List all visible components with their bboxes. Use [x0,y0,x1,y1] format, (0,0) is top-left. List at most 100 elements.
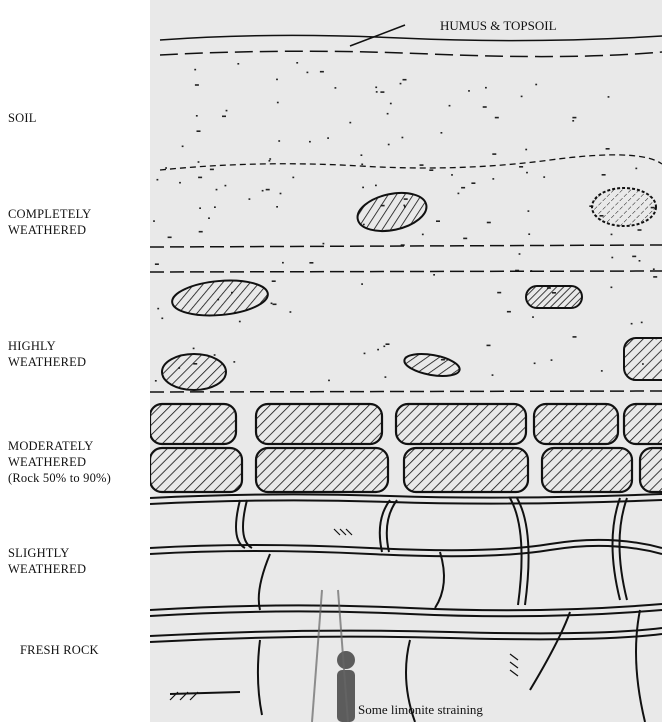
stipple-dot [468,90,470,92]
stipple-dot [269,158,271,160]
stipple-dot [307,72,309,74]
stipple-dot [420,164,424,166]
zone-labels-column: SOIL COMPLETELY WEATHERED HIGHLY WEATHER… [0,0,150,722]
stipple-dot [157,308,159,310]
stipple-dot [237,63,239,65]
stipple-dot [208,217,210,219]
zone-label-highly-weathered: HIGHLY WEATHERED [8,338,153,370]
stipple-dot [239,321,241,323]
rock-block [256,448,388,492]
stipple-dot [492,178,494,180]
stipple-dot [436,220,440,222]
stipple-dot [349,122,351,124]
zone-label-soil: SOIL [8,110,153,126]
zone-label-completely-weathered: COMPLETELY WEATHERED [8,206,153,238]
stipple-dot [638,229,642,231]
rock-block [396,404,526,444]
stipple-dot [402,137,404,139]
stipple-dot [400,83,402,85]
stipple-dot [451,174,453,176]
stipple-dot [199,207,201,209]
stipple-dot [495,117,499,119]
stipple-dot [463,238,467,240]
stipple-dot [380,91,384,93]
stipple-dot [532,316,534,318]
stipple-dot [361,154,363,156]
stipple-dot [572,117,576,119]
stipple-dot [543,176,545,178]
stipple-dot [269,160,271,162]
stipple-dot [519,166,523,168]
stipple-dot [179,182,181,184]
stipple-dot [653,276,657,278]
stipple-dot [601,370,603,372]
limonite-caption: Some limonite straining [358,702,483,718]
stipple-dot [155,380,157,382]
rock-block [624,404,662,444]
stipple-dot [362,187,364,189]
stipple-dot [635,168,637,170]
stipple-dot [483,106,487,108]
stipple-dot [361,283,363,285]
stipple-dot [377,349,379,351]
rock-block [150,448,242,492]
stipple-dot [528,233,530,235]
stipple-dot [361,164,363,166]
stipple-dot [226,110,228,112]
stipple-dot [521,96,523,98]
stipple-dot [266,189,270,191]
stipple-dot [272,280,276,282]
stipple-dot [210,169,214,171]
stipple-dot [327,137,329,139]
stipple-dot [375,185,377,187]
stipple-dot [196,115,198,117]
stipple-dot [335,87,337,89]
stipple-dot [199,231,203,233]
stipple-dot [195,84,199,86]
stipple-dot [492,374,494,376]
stipple-dot [458,193,460,195]
stipple-dot [449,105,451,107]
stipple-dot [528,210,530,212]
stipple-dot [526,172,528,174]
stipple-dot [422,234,424,236]
rock-block [256,404,382,444]
weathering-profile-diagram: HUMUS & TOPSOIL Some limonite straining [150,0,662,722]
rock-block [534,404,618,444]
stipple-dot [572,120,574,122]
stipple-dot [485,87,487,89]
stipple-dot [487,345,491,347]
stipple-dot [155,263,159,265]
stipple-dot [278,140,280,142]
stipple-dot [375,87,377,89]
stipple-dot [292,177,294,179]
stipple-dot [611,257,613,259]
stipple-dot [290,311,292,313]
stipple-dot [403,79,407,81]
stipple-dot [214,206,216,208]
stipple-dot [282,262,284,264]
stipple-dot [390,103,392,105]
stipple-dot [233,361,235,363]
corestones [162,187,662,390]
stipple-dot [222,116,226,118]
stipple-dot [277,102,279,104]
stipple-dot [273,304,277,306]
stipple-dot [573,336,577,338]
stipple-dot [461,187,465,189]
stipple-dot [198,161,200,163]
zone-label-fresh-rock: FRESH ROCK [20,642,165,658]
stipple-dot [296,62,298,64]
stipple-dot [262,190,264,192]
stipple-dot [249,198,251,200]
stipple-dot [276,206,278,208]
stipple-dot [492,153,496,155]
stipple-dot [309,141,311,143]
humus-topsoil-lines [160,25,662,170]
stipple-dot [153,220,155,222]
stipple-dot [497,292,501,294]
stipple-dot [388,144,390,146]
stipple-dot [328,380,330,382]
stipple-dot [197,130,201,132]
stipple-dot [157,179,159,181]
